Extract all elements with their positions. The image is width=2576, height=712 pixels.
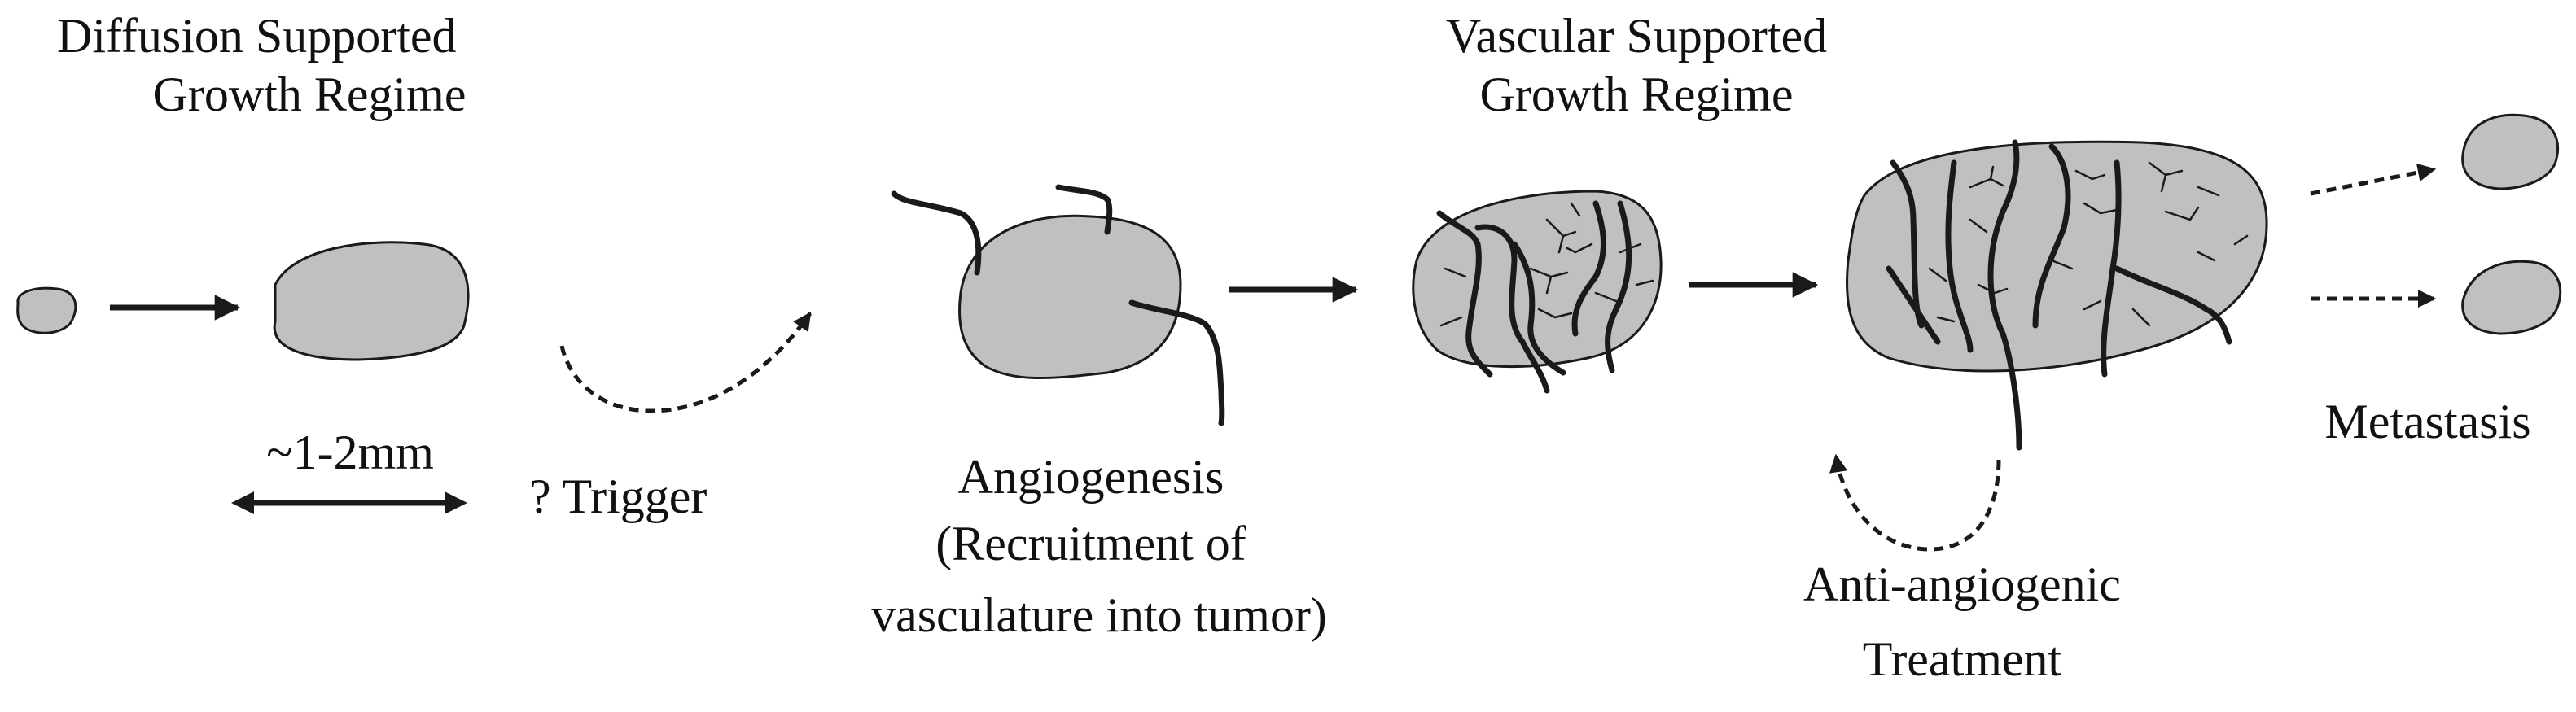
- trigger-label: ? Trigger: [529, 470, 708, 523]
- large-tumor: [1846, 140, 2268, 373]
- angiogenesis-vessels: [891, 184, 1225, 426]
- metastasis-label: Metastasis: [2324, 395, 2531, 448]
- metastasis-dashed-arrow-1: [2310, 163, 2437, 196]
- diffusion-title-line1: Diffusion Supported: [57, 9, 457, 63]
- vascular-tumor-vessels: [1436, 200, 1632, 394]
- metastasis-tumor-1: [2461, 113, 2560, 190]
- treatment-line2: Treatment: [1862, 632, 2062, 686]
- large-tumor-capillaries: [1928, 161, 2249, 327]
- trigger-dashed-arrow: [559, 312, 813, 413]
- small-tumor: [16, 286, 77, 334]
- angiogenesis-line3: vasculature into tumor): [871, 588, 1327, 642]
- vascular-title-line1: Vascular Supported: [1445, 9, 1828, 63]
- treatment-line1: Anti-angiogenic: [1803, 557, 2121, 611]
- size-label: ~1-2mm: [266, 426, 434, 479]
- angiogenesis-line2: (Recruitment of: [935, 517, 1246, 570]
- vascular-title-line2: Growth Regime: [1479, 68, 1794, 121]
- treatment-dashed-arrow: [1829, 453, 2001, 552]
- vascular-tumor-capillaries: [1439, 202, 1654, 327]
- metastasis-tumor-2: [2461, 260, 2562, 335]
- angiogenesis-line1: Angiogenesis: [957, 450, 1224, 504]
- dormant-tumor: [273, 241, 470, 361]
- diffusion-title-line2: Growth Regime: [152, 68, 467, 121]
- angiogenic-tumor: [958, 214, 1182, 380]
- large-tumor-vessels: [1886, 139, 2232, 451]
